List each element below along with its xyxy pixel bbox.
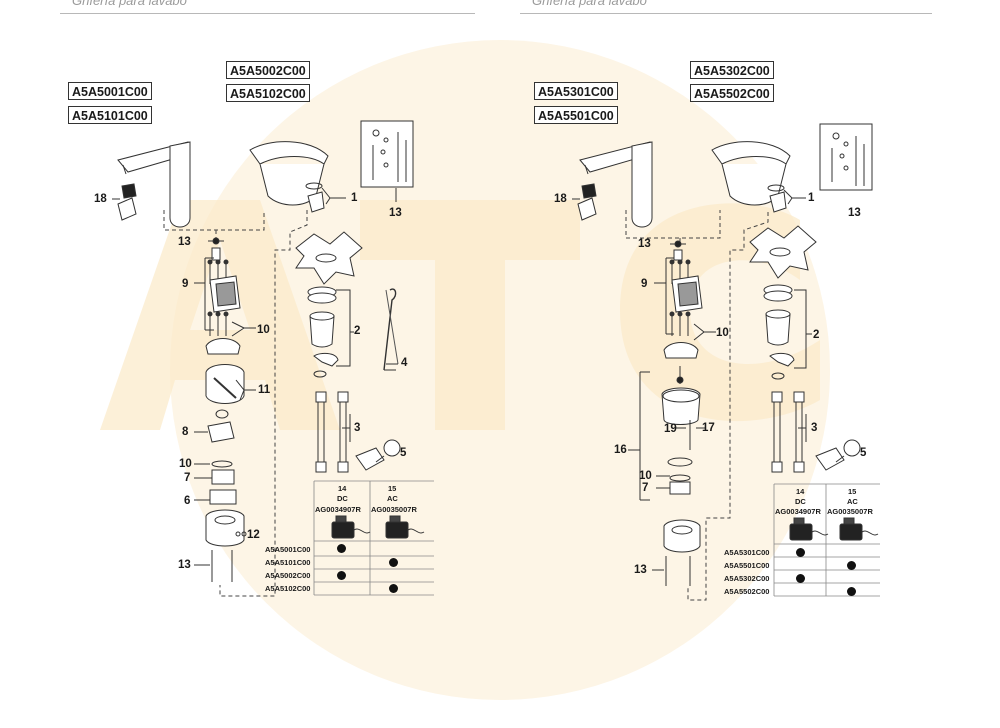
table-row-label: A5A5502C00 bbox=[724, 587, 770, 596]
callout-number: 7 bbox=[642, 482, 649, 494]
callout-number: 18 bbox=[554, 193, 567, 205]
callout-number: 16 bbox=[614, 444, 627, 456]
table-col-type: DC bbox=[795, 497, 806, 506]
callout-number: 8 bbox=[182, 426, 189, 438]
table-row-label: A5A5001C00 bbox=[265, 545, 311, 554]
model-label: A5A5301C00 bbox=[534, 82, 618, 100]
table-col-type: AC bbox=[847, 497, 858, 506]
model-label: A5A5102C00 bbox=[226, 84, 310, 102]
table-row-label: A5A5002C00 bbox=[265, 571, 311, 580]
availability-dot bbox=[847, 587, 856, 596]
table-col-code: AG0034907R bbox=[315, 505, 361, 514]
header-rule-right bbox=[520, 13, 932, 14]
callout-number: 7 bbox=[184, 472, 191, 484]
callout-number: 10 bbox=[639, 470, 652, 482]
table-col-type: DC bbox=[337, 494, 348, 503]
callout-number: 13 bbox=[178, 236, 191, 248]
callout-number: 3 bbox=[811, 422, 818, 434]
callout-number: 10 bbox=[257, 324, 270, 336]
callout-number: 3 bbox=[354, 422, 361, 434]
availability-dot bbox=[796, 548, 805, 557]
section-title-right: Grifería para lavabo bbox=[532, 0, 647, 8]
callout-number: 1 bbox=[351, 192, 358, 204]
model-label: A5A5002C00 bbox=[226, 61, 310, 79]
model-label: A5A5101C00 bbox=[68, 106, 152, 124]
availability-dot bbox=[337, 544, 346, 553]
callout-number: 13 bbox=[638, 238, 651, 250]
callout-number: 11 bbox=[258, 384, 271, 396]
callout-number: 2 bbox=[354, 325, 361, 337]
callout-number: 13 bbox=[389, 207, 402, 219]
table-row-label: A5A5302C00 bbox=[724, 574, 770, 583]
callout-number: 4 bbox=[401, 357, 408, 369]
callout-number: 19 bbox=[664, 423, 677, 435]
callout-number: 17 bbox=[702, 422, 715, 434]
availability-dot bbox=[389, 558, 398, 567]
table-col-code: AG0035007R bbox=[827, 507, 873, 516]
model-label: A5A5001C00 bbox=[68, 82, 152, 100]
callout-number: 2 bbox=[813, 329, 820, 341]
model-label: A5A5501C00 bbox=[534, 106, 618, 124]
callout-number: 1 bbox=[808, 192, 815, 204]
availability-dot bbox=[337, 571, 346, 580]
table-col-number: 15 bbox=[388, 484, 397, 493]
table-col-number: 15 bbox=[848, 487, 857, 496]
callout-number: 5 bbox=[400, 447, 407, 459]
table-row-label: A5A5501C00 bbox=[724, 561, 770, 570]
table-col-code: AG0035007R bbox=[371, 505, 417, 514]
table-row-label: A5A5101C00 bbox=[265, 558, 311, 567]
availability-dot bbox=[847, 561, 856, 570]
callout-number: 9 bbox=[641, 278, 648, 290]
model-label: A5A5302C00 bbox=[690, 61, 774, 79]
callout-number: 10 bbox=[716, 327, 729, 339]
callout-number: 6 bbox=[184, 495, 191, 507]
callout-number: 18 bbox=[94, 193, 107, 205]
section-title-left: Grifería para lavabo bbox=[72, 0, 187, 8]
callout-number: 9 bbox=[182, 278, 189, 290]
table-col-number: 14 bbox=[338, 484, 347, 493]
callout-number: 5 bbox=[860, 447, 867, 459]
model-label: A5A5502C00 bbox=[690, 84, 774, 102]
table-col-code: AG0034907R bbox=[775, 507, 821, 516]
callout-number: 12 bbox=[247, 529, 260, 541]
availability-dot bbox=[796, 574, 805, 583]
table-row-label: A5A5301C00 bbox=[724, 548, 770, 557]
table-col-type: AC bbox=[387, 494, 398, 503]
table-row-label: A5A5102C00 bbox=[265, 584, 311, 593]
header-rule-left bbox=[60, 13, 475, 14]
callout-number: 10 bbox=[179, 458, 192, 470]
availability-dot bbox=[389, 584, 398, 593]
callout-number: 13 bbox=[634, 564, 647, 576]
callout-number: 13 bbox=[178, 559, 191, 571]
table-col-number: 14 bbox=[796, 487, 805, 496]
callout-number: 13 bbox=[848, 207, 861, 219]
